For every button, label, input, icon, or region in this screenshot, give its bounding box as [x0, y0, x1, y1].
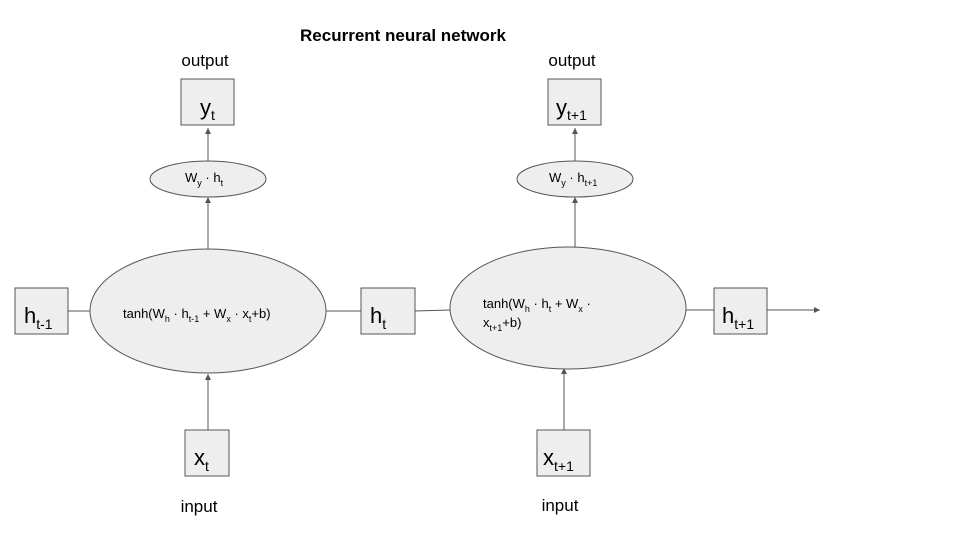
output-label-right: output — [548, 51, 596, 70]
eq-cell-right-line2: xt+1+b) — [483, 315, 521, 333]
box-h-next — [713, 287, 768, 335]
eq-wy-right: Wy · ht+1 — [549, 170, 597, 188]
wy-ellipse-right — [516, 160, 634, 198]
eq-wy-left: Wy · ht — [185, 170, 224, 188]
input-label-left: input — [181, 497, 218, 516]
output-label-left: output — [181, 51, 229, 70]
label-h-prev: ht-1 — [24, 303, 53, 332]
label-y-t: yt — [200, 95, 215, 123]
box-h-prev — [14, 287, 69, 335]
box-y-t1 — [547, 78, 602, 126]
label-x-t: xt — [194, 445, 209, 474]
label-y-t1: yt+1 — [556, 95, 587, 123]
label-h-next: ht+1 — [722, 303, 754, 332]
rnn-cell-right — [449, 246, 687, 370]
input-label-right: input — [542, 496, 579, 515]
link-ht-to-cell — [414, 309, 451, 312]
box-x-t1 — [536, 429, 591, 477]
box-y-t — [180, 78, 235, 126]
box-x-t — [184, 429, 230, 477]
label-x-t1: xt+1 — [543, 445, 574, 474]
eq-cell-right-line1: tanh(Wh · ht + Wx · — [483, 296, 591, 314]
box-h-t — [360, 287, 416, 335]
rnn-cell-left — [89, 248, 327, 374]
wy-ellipse-left — [149, 160, 267, 198]
label-h-t: ht — [370, 303, 386, 332]
diagram-title: Recurrent neural network — [300, 26, 506, 45]
eq-cell-left: tanh(Wh · ht-1 + Wx · xt+b) — [123, 306, 271, 324]
